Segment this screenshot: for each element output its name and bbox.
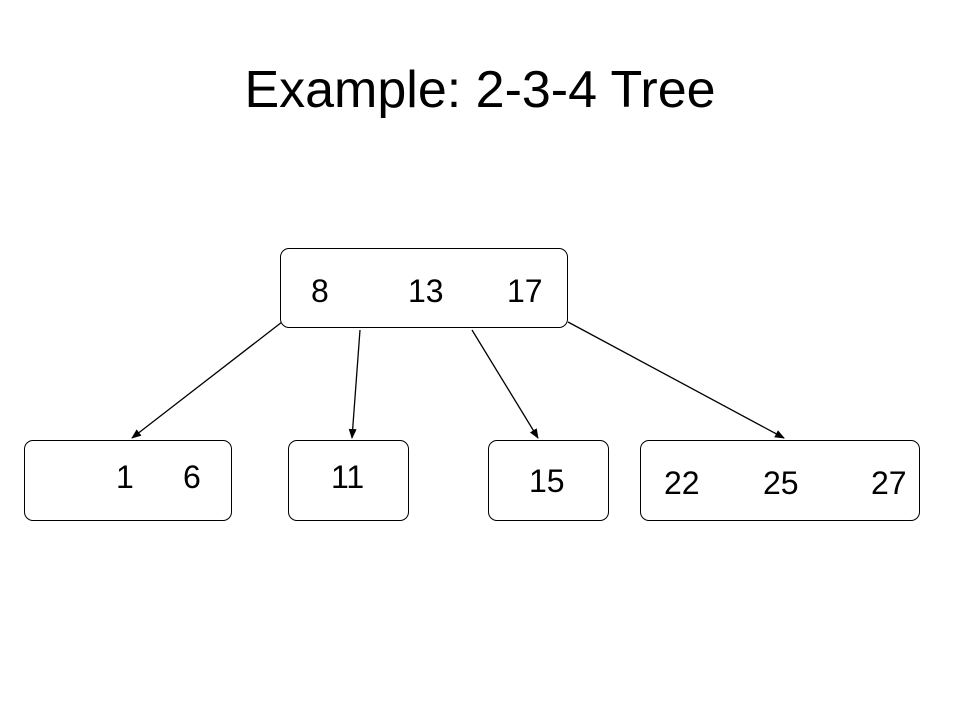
edge-root-to-child-1 bbox=[131, 321, 283, 439]
child-node-2: 11 bbox=[288, 440, 409, 521]
root-key-1: 8 bbox=[311, 273, 329, 309]
child-4-key-2: 25 bbox=[763, 465, 799, 501]
edge-root-to-child-3 bbox=[471, 329, 539, 439]
child-1-key-2: 6 bbox=[183, 459, 201, 495]
child-4-key-3: 27 bbox=[871, 465, 907, 501]
child-1-key-1: 1 bbox=[116, 459, 134, 495]
child-2-key-1: 11 bbox=[331, 459, 365, 495]
child-3-key-1: 15 bbox=[529, 463, 565, 499]
child-4-key-1: 22 bbox=[664, 465, 700, 501]
child-node-1: 1 6 bbox=[24, 440, 232, 521]
root-key-2: 13 bbox=[408, 273, 444, 309]
slide-title: Example: 2-3-4 Tree bbox=[244, 61, 716, 119]
child-node-4: 22 25 27 bbox=[640, 440, 920, 521]
edge-root-to-child-4 bbox=[567, 321, 785, 439]
root-key-3: 17 bbox=[507, 273, 543, 309]
edge-root-to-child-2 bbox=[348, 329, 361, 439]
root-node: 8 13 17 bbox=[280, 248, 568, 328]
child-node-3: 15 bbox=[488, 440, 609, 521]
